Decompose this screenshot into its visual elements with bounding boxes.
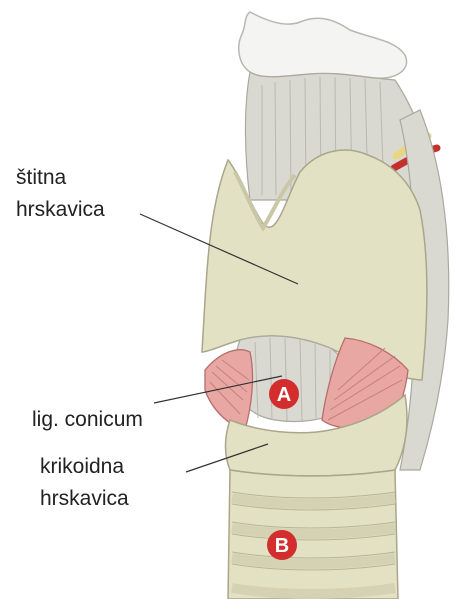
label-thyroid-line2: hrskavica xyxy=(16,198,105,221)
marker-a: A xyxy=(269,379,299,409)
label-ligament: lig. conicum xyxy=(32,408,143,431)
hyoid-bone xyxy=(239,12,407,78)
cricothyroid-muscle-left xyxy=(205,350,252,430)
marker-a-text: A xyxy=(277,384,291,406)
marker-b-text: B xyxy=(275,535,289,557)
label-thyroid-line1: štitna xyxy=(16,166,67,189)
label-cricoid-line1: krikoidna xyxy=(40,455,124,478)
marker-b: B xyxy=(267,530,297,560)
label-cricoid-line2: hrskavica xyxy=(40,487,129,510)
